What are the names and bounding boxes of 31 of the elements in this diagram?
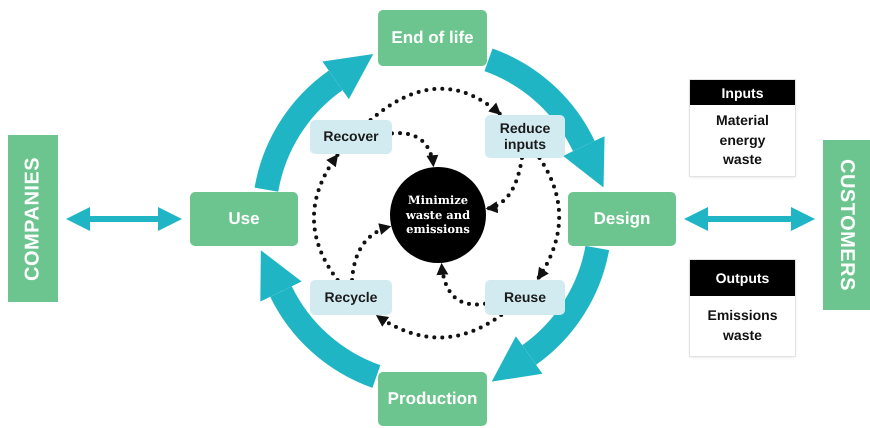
strategy-box: Recycle	[310, 280, 392, 315]
dotted-arrow	[368, 86, 504, 122]
cycle-arrow	[254, 52, 372, 192]
table-body-text: Emissions waste	[706, 306, 779, 345]
stage-box: Design	[568, 192, 676, 246]
stage-box: End of life	[378, 10, 487, 66]
strategy-box: Recover	[310, 120, 392, 154]
double-arrow	[684, 207, 815, 231]
dotted-arrow	[312, 152, 340, 282]
info-table	[690, 80, 795, 176]
info-table	[690, 260, 795, 356]
goal-circle: Minimize waste and emissions	[390, 167, 486, 263]
strategy-box: Reuse	[485, 280, 565, 315]
dotted-arrow	[535, 156, 562, 282]
double-arrow	[66, 207, 182, 231]
dotted-arrow	[390, 131, 438, 170]
dotted-arrow	[350, 224, 394, 282]
dotted-arrow	[374, 313, 504, 340]
side-banner: COMPANIES	[8, 135, 58, 302]
side-banner: CUSTOMERS	[823, 140, 870, 310]
dotted-arrow	[436, 260, 487, 306]
table-header: Inputs	[690, 80, 795, 106]
cycle-arrow	[258, 252, 382, 388]
stage-box: Use	[190, 192, 298, 246]
cycle-arrow	[484, 48, 606, 186]
table-header: Outputs	[690, 260, 795, 296]
stage-box: Production	[378, 372, 487, 426]
table-body-text: Material energy waste	[715, 111, 770, 170]
dotted-arrow	[484, 156, 524, 212]
strategy-box: Reduce inputs	[485, 115, 565, 158]
cycle-arrow	[493, 245, 609, 384]
